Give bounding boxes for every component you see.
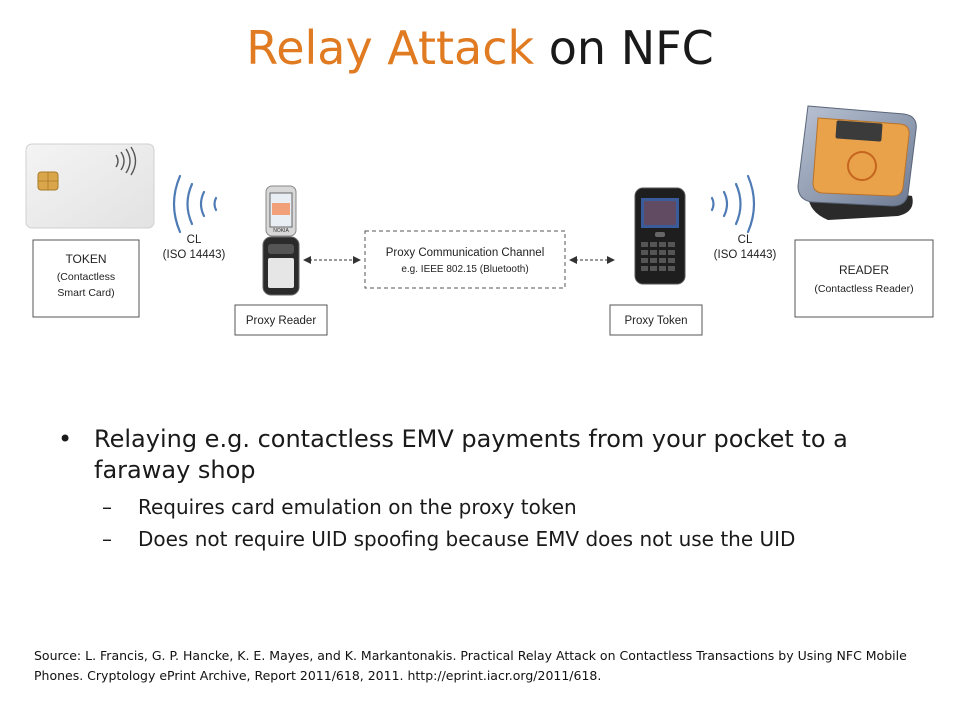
bullet-list: • Relaying e.g. contactless EMV payments… [58,424,888,554]
radio-waves-icon [710,174,756,234]
cl-right-label: CL [738,234,753,246]
dash-icon: – [102,527,112,551]
token-label: TOKEN [65,252,106,266]
cl-left-label: CL [187,234,202,246]
radio-waves-icon [172,174,218,234]
channel-label: Proxy Communication Channel [386,247,545,259]
bullet-main-text: Relaying e.g. contactless EMV payments f… [94,425,848,484]
bullet-dot-icon: • [58,425,73,453]
relay-attack-diagram: TOKEN (Contactless Smart Card) CL (ISO 1… [25,105,934,336]
cl-right-standard: (ISO 14443) [714,249,777,261]
reader-label: READER [839,263,889,277]
proxy-channel-box [364,230,566,289]
phone-brand: NOKIA [273,228,289,234]
title-rest: on NFC [534,21,714,75]
token-box [32,239,140,318]
blackberry-phone-icon [634,187,686,285]
proxy-reader-label: Proxy Reader [246,315,316,327]
proxy-reader-box [234,304,328,336]
proxy-token-label: Proxy Token [624,315,687,327]
cl-left-standard: (ISO 14443) [163,249,226,261]
title-accent: Relay Attack [246,21,535,75]
sub-bullet-text: Requires card emulation on the proxy tok… [138,495,577,519]
nokia-phone-icon: NOKIA [262,185,300,296]
reader-box [794,239,934,318]
sub-bullet-text: Does not require UID spoofing because EM… [138,527,796,551]
token-sub1: (Contactless [57,271,115,283]
sub-bullet: – Requires card emulation on the proxy t… [58,492,888,522]
token-sub2: Smart Card) [57,287,114,299]
proxy-token-box [609,304,703,336]
contactless-symbol-icon [115,146,137,176]
source-citation: Source: L. Francis, G. P. Hancke, K. E. … [34,648,907,683]
slide-title: Relay Attack on NFC [0,16,960,80]
smart-card-icon [25,143,155,229]
card-reader-terminal-icon [797,105,917,220]
bullet-main: • Relaying e.g. contactless EMV payments… [58,424,888,486]
sub-bullet: – Does not require UID spoofing because … [58,524,888,554]
dash-icon: – [102,495,112,519]
channel-example: e.g. IEEE 802.15 (Bluetooth) [401,264,528,275]
reader-sub: (Contactless Reader) [814,283,913,295]
